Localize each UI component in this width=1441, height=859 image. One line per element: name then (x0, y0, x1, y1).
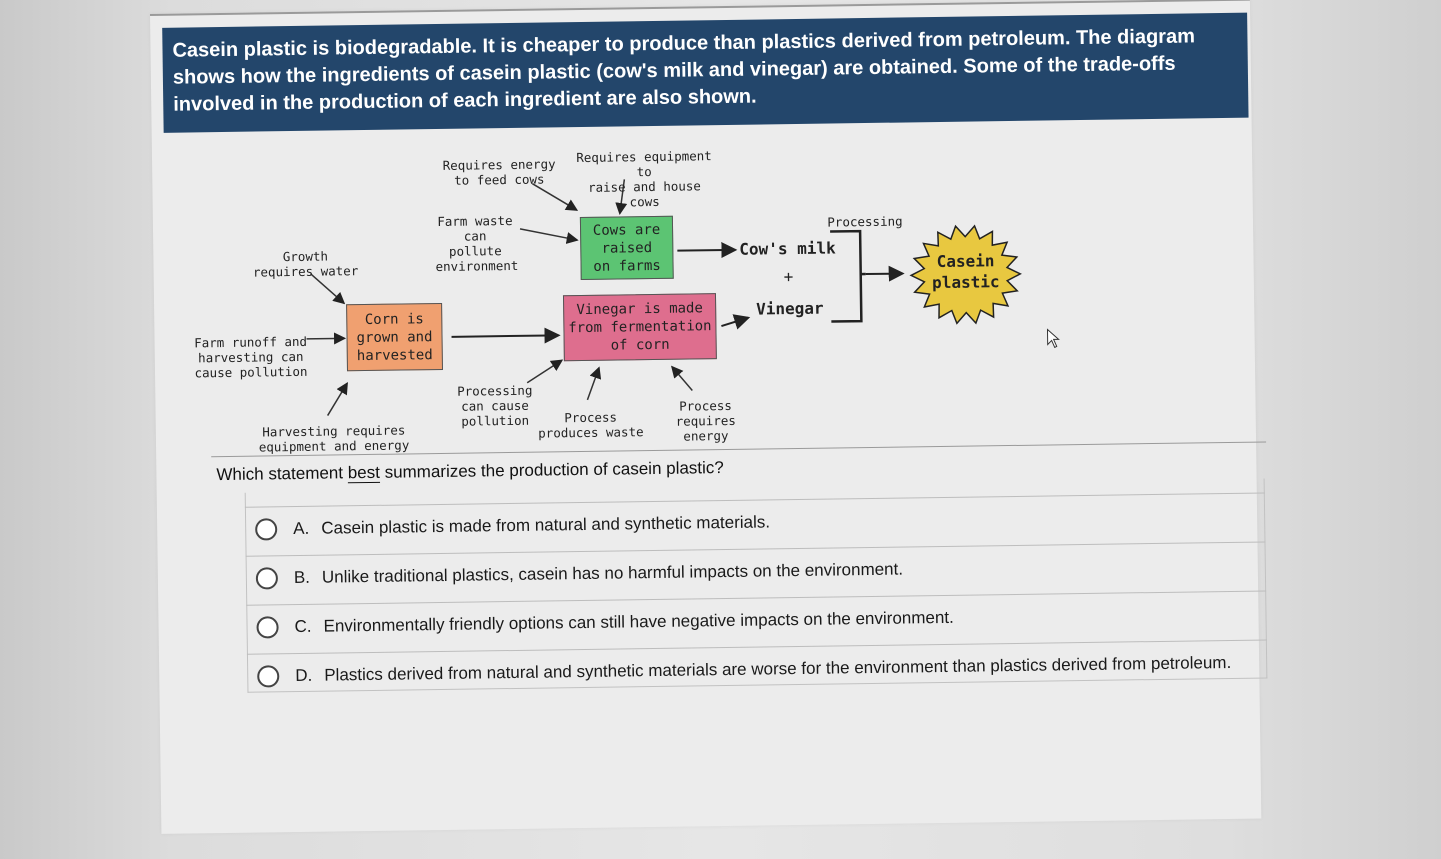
arrow-to-casein (865, 265, 905, 282)
label-farm-runoff: Farm runoff and harvesting can cause pol… (194, 333, 308, 381)
casein-label-line1: Casein (936, 251, 995, 272)
corn-box: Corn is grown and harvested (346, 302, 443, 372)
arrow-waste-from-cows (519, 228, 579, 244)
mouse-cursor-icon (1046, 328, 1060, 349)
question-suffix: summarizes the production of casein plas… (379, 458, 724, 482)
vinegar-box: Vinegar is made from fermentation of cor… (562, 293, 717, 362)
label-harvesting-requires: Harvesting requires equipment and energy (258, 422, 410, 455)
product-vinegar: Vinegar (756, 298, 824, 319)
question-emphasis: best (347, 462, 381, 483)
screen: Casein plastic is biodegradable. It is c… (150, 0, 1268, 834)
product-plus: + (783, 267, 794, 287)
product-cows-milk: Cow's milk (739, 238, 836, 259)
arrow-pollution-from-vinegar (526, 359, 564, 384)
diagram-arrows (306, 179, 905, 416)
starburst-shape (909, 224, 1022, 325)
question-prefix: Which statement (216, 463, 348, 485)
label-farm-waste: Farm waste can pollute environment (435, 212, 519, 275)
arrow-waste-from-vinegar (586, 366, 602, 401)
question-prompt: Which statement best summarizes the prod… (216, 458, 724, 485)
option-b-letter: B. (293, 567, 311, 587)
radio-b[interactable] (255, 566, 279, 590)
arrow-vinegar-to-vinegar (721, 314, 751, 330)
option-d-letter: D. (295, 665, 313, 685)
label-process-waste: Process produces waste (538, 409, 644, 441)
option-b-text: Unlike traditional plastics, casein has … (321, 559, 904, 587)
label-process-energy: Process requires energy (675, 397, 736, 444)
arrow-equipment-to-cows (615, 179, 628, 215)
radio-a[interactable] (255, 517, 278, 541)
arrow-energy-to-vinegar (670, 365, 693, 391)
option-a-text: Casein plastic is made from natural and … (321, 511, 771, 538)
arrow-water-to-corn (310, 273, 346, 305)
casein-plastic-burst: Casein plastic (905, 219, 1027, 331)
label-processing-pollution: Processing can cause pollution (457, 382, 533, 429)
option-c-text: Environmentally friendly options can sti… (323, 607, 954, 636)
label-processing: Processing (827, 213, 903, 230)
casein-label-line2: plastic (931, 272, 1000, 293)
intro-passage: Casein plastic is biodegradable. It is c… (162, 12, 1249, 133)
label-requires-energy: Requires energy to feed cows (442, 156, 556, 188)
option-c-letter: C. (294, 616, 312, 636)
processing-bracket (830, 229, 863, 323)
arrow-energy-to-cows (532, 183, 579, 211)
arrow-cows-to-milk (677, 242, 738, 259)
radio-d[interactable] (257, 664, 280, 688)
arrow-corn-to-vinegar (451, 327, 561, 344)
cows-box: Cows are raised on farms (579, 215, 674, 281)
arrow-runoff-from-corn (306, 332, 347, 345)
label-growth-water: Growth requires water (252, 248, 359, 280)
label-requires-equipment: Requires equipment to raise and house co… (576, 148, 712, 210)
production-diagram: Requires energy to feed cows Requires eq… (164, 121, 1253, 455)
option-d-text: Plastics derived from natural and synthe… (324, 652, 1232, 685)
radio-c[interactable] (256, 615, 279, 639)
arrow-equipment-to-corn (326, 382, 348, 416)
option-a-letter: A. (293, 518, 310, 538)
top-divider (150, 0, 1250, 16)
